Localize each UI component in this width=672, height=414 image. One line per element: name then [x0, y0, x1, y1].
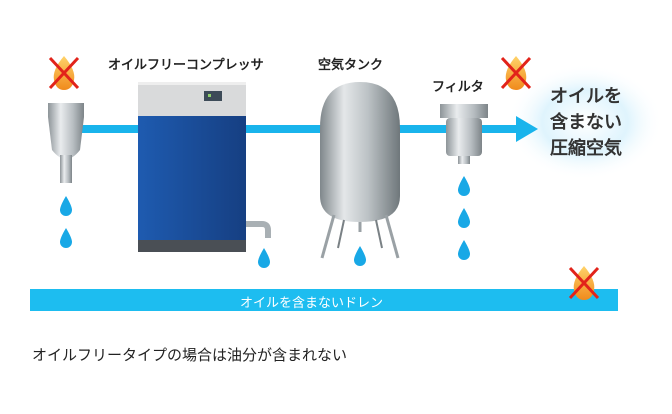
caption-text: オイルフリータイプの場合は油分が含まれない: [32, 346, 348, 364]
drain-label: オイルを含まないドレン: [240, 296, 384, 311]
water-drop-icon: [458, 208, 470, 228]
filter-unit: [440, 104, 488, 164]
water-drops: [60, 176, 470, 268]
filter-label: フィルタ: [432, 80, 484, 95]
output-glow: [507, 64, 663, 180]
air-tank: [320, 82, 400, 259]
water-drop-icon: [60, 228, 72, 248]
air-pipe: [70, 125, 520, 133]
output-line-1: オイルを: [550, 86, 622, 107]
water-drop-icon: [458, 240, 470, 260]
drain-bar: [30, 289, 618, 311]
compressor-unit: [138, 82, 271, 252]
oil-free-flame-icon: [568, 266, 600, 300]
oil-free-flame-icon: [500, 56, 532, 90]
oil-free-flame-icon: [48, 56, 80, 90]
output-line-2: 含まない: [550, 112, 622, 133]
output-line-3: 圧縮空気: [550, 138, 622, 159]
water-drop-icon: [458, 176, 470, 196]
water-drop-icon: [258, 248, 270, 268]
tank-label: 空気タンク: [318, 58, 384, 73]
arrow-right-icon: [516, 116, 538, 142]
compressor-label: オイルフリーコンプレッサ: [108, 58, 264, 73]
water-drop-icon: [354, 246, 366, 266]
output-air-text: オイルを 含まない 圧縮空気: [544, 84, 628, 162]
water-drop-icon: [60, 196, 72, 216]
separator-left: [48, 103, 84, 183]
